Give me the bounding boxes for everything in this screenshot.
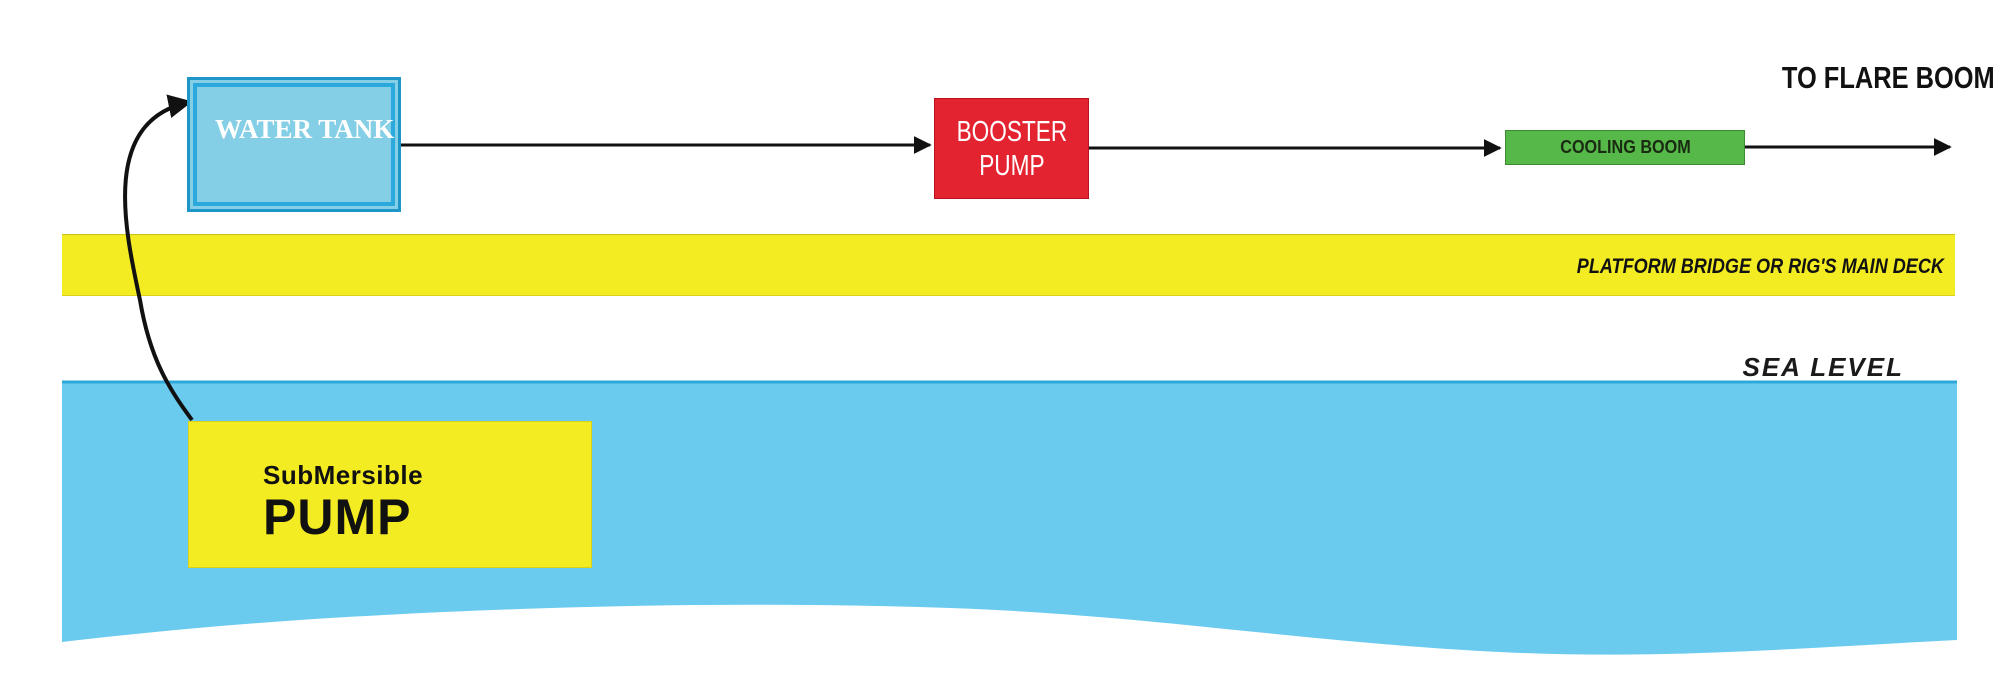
submersible-pump-label-line2: PUMP <box>263 489 412 545</box>
water-tank-label: WATER TANK <box>215 114 395 144</box>
water-tank-node <box>187 77 401 212</box>
edge-submersible-to-tank <box>123 94 194 422</box>
booster-pump-node: BOOSTER PUMP <box>934 98 1089 199</box>
submersible-pump-label-line1: SubMersible <box>263 460 424 490</box>
sea-level-label: SEA LEVEL <box>1742 352 1904 382</box>
submersible-pump-node <box>188 421 592 568</box>
deck-label: PLATFORM BRIDGE OR RIG'S MAIN DECK <box>1576 255 1944 278</box>
to-flare-boom-label: TO FLARE BOOM <box>1781 60 1995 95</box>
platform-deck <box>62 234 1955 296</box>
booster-pump-label-line2: PUMP <box>978 149 1045 182</box>
cooling-boom-node: COOLING BOOM <box>1505 130 1745 165</box>
booster-pump-label-line1: BOOSTER <box>956 115 1067 148</box>
cooling-boom-label: COOLING BOOM <box>1559 137 1691 157</box>
